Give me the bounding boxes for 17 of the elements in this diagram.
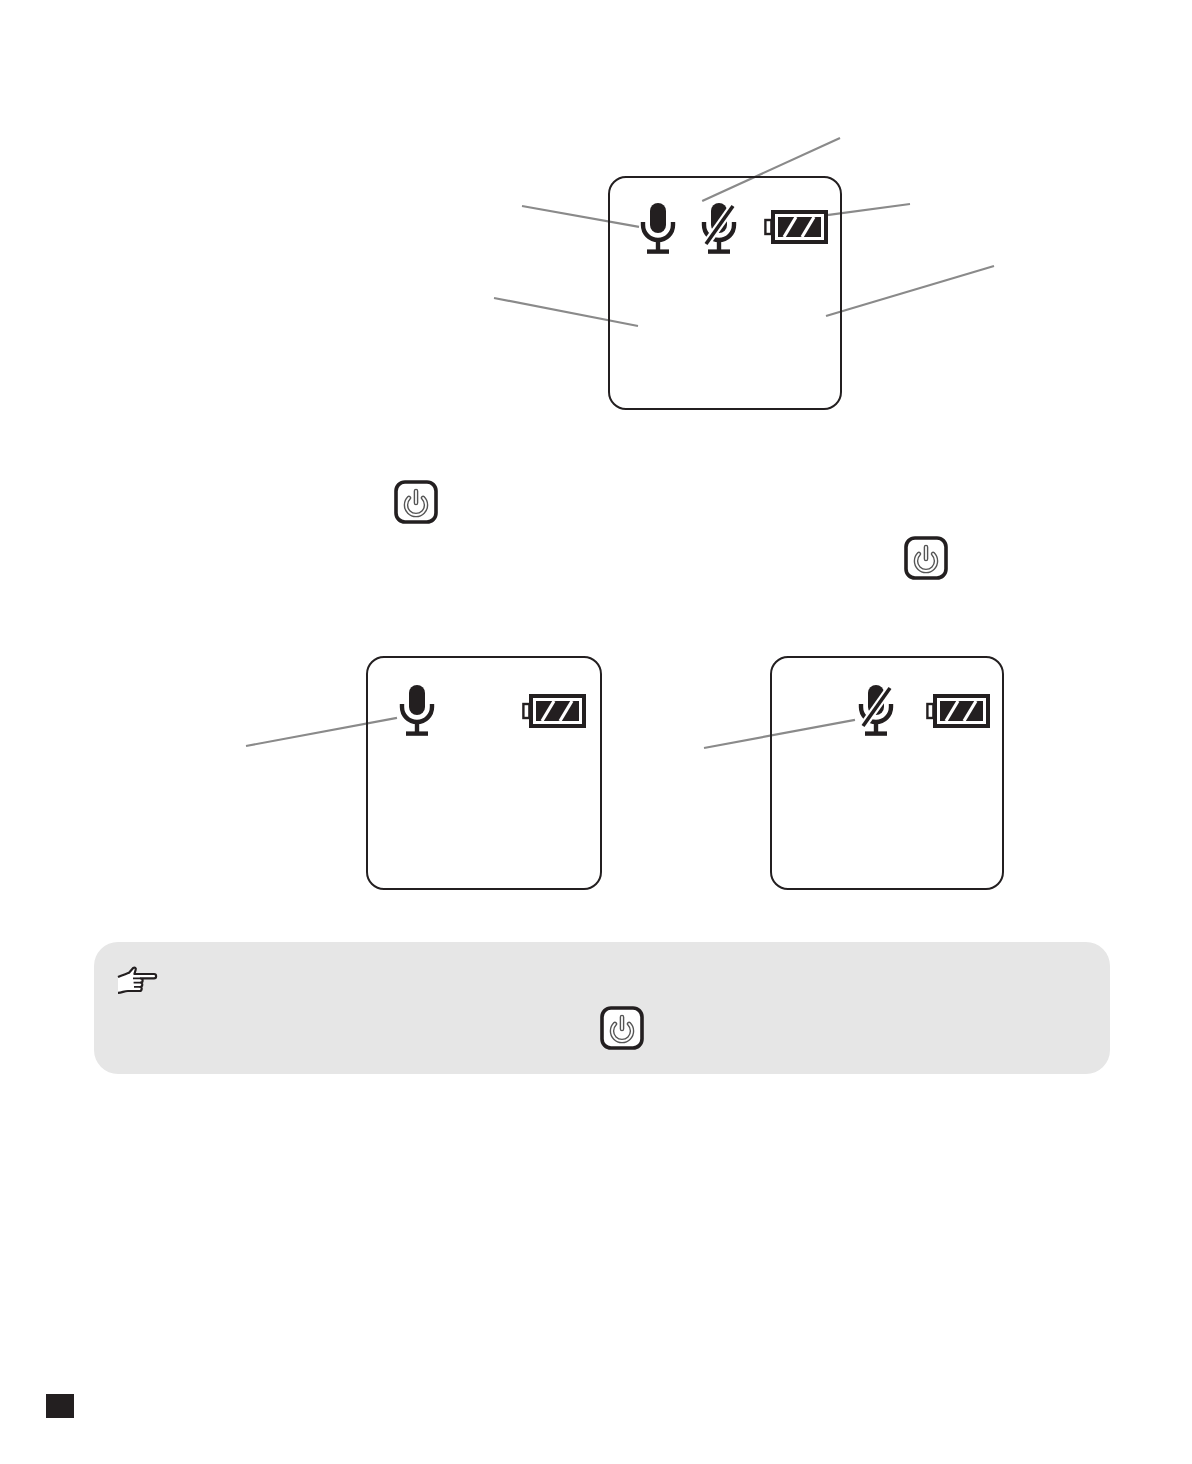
leader-line (703, 718, 856, 750)
battery-icon (925, 693, 989, 727)
leader-line (493, 296, 639, 328)
battery-icon (521, 693, 585, 727)
muted-microphone-icon (699, 201, 737, 253)
lcd-display (770, 656, 1004, 890)
leader-line (826, 202, 911, 217)
microphone-icon (397, 683, 435, 735)
leader-line (825, 264, 995, 318)
lcd-display (608, 176, 842, 410)
leader-line (701, 137, 841, 202)
leader-line (245, 716, 398, 748)
leader-line (521, 204, 640, 228)
muted-microphone-icon (855, 683, 895, 735)
microphone-icon (639, 201, 675, 253)
lcd-display (366, 656, 602, 890)
battery-icon (763, 209, 827, 243)
